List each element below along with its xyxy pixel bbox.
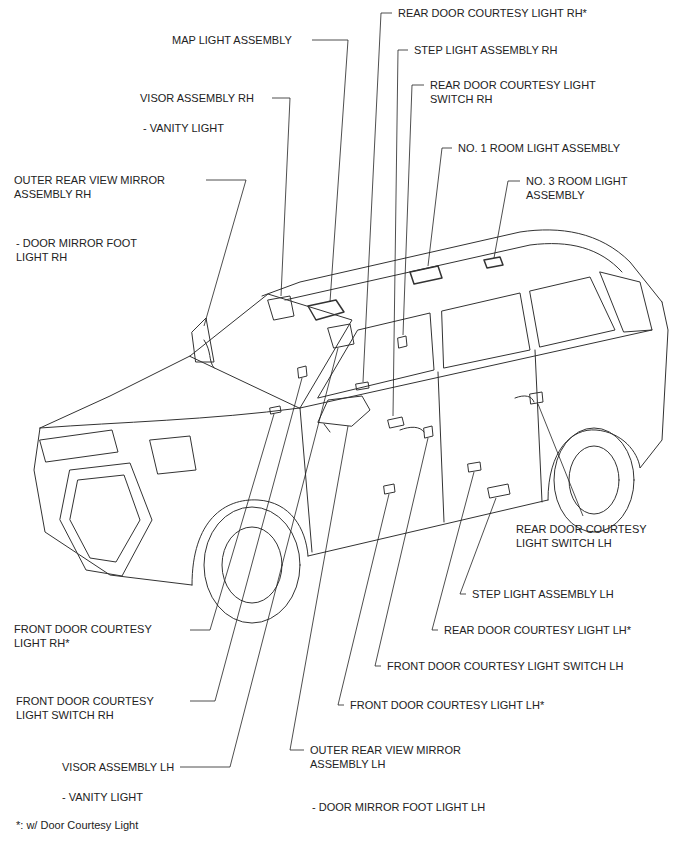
leader-line: [460, 498, 496, 594]
mirror-lh: [324, 424, 330, 432]
grille-inner: [70, 475, 140, 562]
mirror-rh: [192, 318, 214, 362]
visor-lh: [328, 324, 354, 348]
leader-line: [403, 85, 424, 335]
leader-line: [190, 378, 302, 701]
leader-line: [272, 98, 290, 296]
door-edge: [300, 408, 312, 552]
step-light: [388, 417, 404, 428]
part-label: REAR DOOR COURTESY LIGHT RH*: [398, 6, 587, 20]
door-edge: [535, 350, 542, 502]
leader-line: [312, 40, 348, 302]
leader-line: [290, 426, 348, 750]
part-label: NO. 3 ROOM LIGHT ASSEMBLY: [526, 174, 651, 202]
part-label: - DOOR MIRROR FOOT LIGHT LH: [312, 800, 485, 814]
door-switch: [398, 336, 407, 348]
wheel: [554, 428, 634, 532]
courtesy-light: [384, 484, 395, 494]
part-label: - DOOR MIRROR FOOT LIGHT RH: [16, 236, 166, 264]
rear-glass: [600, 272, 652, 332]
part-label: VISOR ASSEMBLY LH: [62, 760, 174, 774]
leader-line: [432, 472, 474, 630]
leader-line: [428, 148, 452, 266]
door-switch: [298, 366, 307, 378]
hood-edge: [40, 408, 300, 428]
belt-line: [300, 330, 652, 408]
door-handle: [515, 396, 534, 402]
courtesy-light: [468, 462, 481, 472]
part-label: REAR DOOR COURTESY LIGHT SWITCH RH: [430, 78, 625, 106]
part-label: STEP LIGHT ASSEMBLY LH: [472, 587, 614, 601]
leader-line: [204, 180, 246, 326]
roof-rail: [285, 244, 622, 300]
rear-door-glass: [442, 293, 530, 368]
sill-line: [308, 500, 548, 556]
room-light: [484, 257, 503, 268]
leader-line: [363, 13, 392, 382]
leader-line: [180, 348, 338, 767]
part-label: FRONT DOOR COURTESY LIGHT SWITCH LH: [387, 659, 623, 673]
part-label: - VANITY LIGHT: [143, 121, 224, 135]
step-light: [488, 484, 510, 498]
leader-lines: [180, 13, 583, 767]
mirror-wire: [204, 340, 214, 368]
door-edge: [438, 372, 444, 522]
leader-line: [393, 50, 408, 416]
part-label: FRONT DOOR COURTESY LIGHT LH*: [350, 698, 544, 712]
part-label: OUTER REAR VIEW MIRROR ASSEMBLY LH: [310, 743, 490, 771]
part-label: REAR DOOR COURTESY LIGHT SWITCH LH: [516, 522, 671, 550]
door-handle: [400, 427, 424, 432]
headlight: [40, 430, 118, 462]
roof-line: [262, 230, 662, 302]
leader-line: [494, 181, 520, 258]
map-light: [308, 300, 344, 320]
part-label: NO. 1 ROOM LIGHT ASSEMBLY: [458, 141, 620, 155]
door-switch: [424, 426, 433, 438]
part-label: REAR DOOR COURTESY LIGHT LH*: [444, 623, 631, 637]
leader-line: [338, 494, 389, 705]
part-label: *: w/ Door Courtesy Light: [16, 818, 138, 832]
wheel-rim: [569, 446, 619, 514]
leader-line: [375, 438, 428, 666]
front-door-glass: [318, 313, 434, 398]
rear-body: [548, 302, 668, 500]
part-label: OUTER REAR VIEW MIRROR ASSEMBLY RH: [14, 173, 194, 201]
part-label: STEP LIGHT ASSEMBLY RH: [414, 43, 557, 57]
leader-line: [190, 414, 274, 630]
hood-line: [40, 356, 190, 428]
part-label: - VANITY LIGHT: [62, 790, 143, 804]
courtesy-light: [356, 382, 369, 390]
grille: [60, 463, 152, 576]
mirror-lh: [318, 396, 370, 426]
visor-rh: [268, 296, 294, 320]
headlight: [150, 436, 196, 474]
quarter-glass: [530, 277, 615, 347]
part-label: VISOR ASSEMBLY RH: [140, 91, 254, 105]
room-light: [410, 266, 442, 284]
front-body: [34, 428, 192, 585]
part-label: FRONT DOOR COURTESY LIGHT RH*: [14, 622, 182, 650]
courtesy-light: [270, 406, 281, 414]
windshield: [190, 294, 352, 408]
part-label: MAP LIGHT ASSEMBLY: [172, 33, 292, 47]
part-label: FRONT DOOR COURTESY LIGHT SWITCH RH: [16, 694, 184, 722]
leader-line: [538, 404, 583, 516]
